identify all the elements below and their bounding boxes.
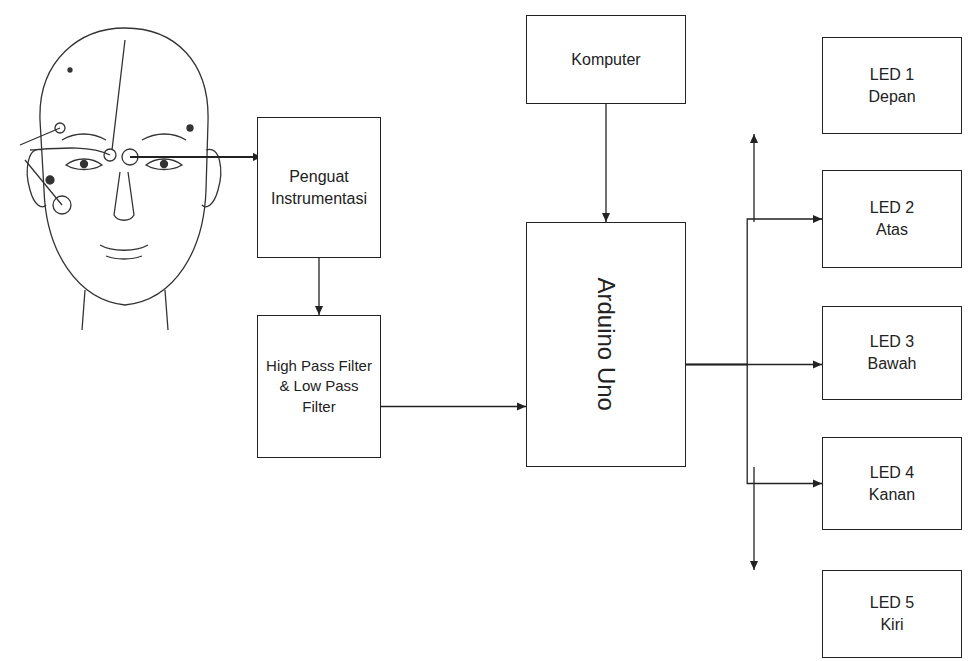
arrow-connector	[318, 258, 319, 315]
process-box: Penguat Instrumentasi	[257, 117, 381, 258]
arrow-connector	[686, 365, 822, 484]
output-box: LED 1 Depan	[822, 37, 962, 134]
arrow-connector	[686, 219, 822, 365]
node-label: LED 4 Kanan	[862, 462, 922, 505]
output-box: LED 3 Bawah	[822, 306, 962, 400]
node-label: LED 1 Depan	[862, 64, 922, 107]
node-label: LED 3 Bawah	[862, 331, 922, 374]
arrow-connector	[605, 104, 606, 222]
controller-box: Arduino Uno	[526, 222, 686, 467]
node-label: Penguat Instrumentasi	[264, 166, 374, 209]
node-label: High Pass Filter & Low Pass Filter	[263, 356, 375, 417]
arrow-connector	[753, 467, 754, 570]
node-label: LED 2 Atas	[862, 197, 922, 240]
node-label: Komputer	[571, 49, 640, 71]
process-box: High Pass Filter & Low Pass Filter	[257, 315, 381, 458]
output-box: LED 2 Atas	[822, 170, 962, 268]
arrow-connector	[381, 406, 526, 407]
node-label: LED 5 Kiri	[862, 592, 922, 635]
process-box: Komputer	[526, 15, 686, 104]
node-label: Arduino Uno	[590, 278, 622, 411]
output-box: LED 5 Kiri	[822, 570, 962, 658]
output-box: LED 4 Kanan	[822, 437, 962, 530]
arrow-connector	[753, 134, 754, 222]
